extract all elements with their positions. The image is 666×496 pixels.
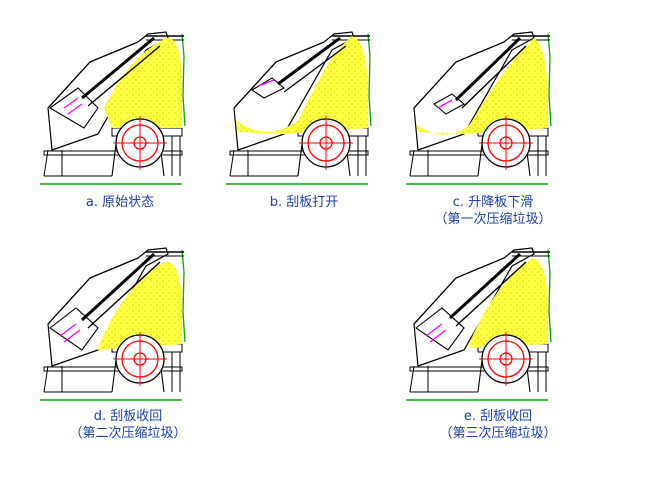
garbage-load [416,38,548,135]
panel-c-caption-line1: c. 升降板下滑 [452,195,534,210]
panel-c-drawing [405,31,552,185]
panel-e-caption-line2: （第三次压缩垃圾） [439,426,557,441]
panel-a-drawing [39,31,186,185]
garbage-load [236,36,368,134]
panel-a-caption: a. 原始状态 [55,194,185,211]
panel-e-drawing [405,247,552,401]
panel-d-caption-line1: d. 刮板收回 [93,409,163,424]
panel-a-caption-line1: a. 原始状态 [85,195,155,210]
panel-e-caption: e. 刮板收回 （第三次压缩垃圾） [418,408,578,442]
panel-d-caption-line2: （第二次压缩垃圾） [69,426,187,441]
panel-c-caption: c. 升降板下滑 （第一次压缩垃圾） [418,194,568,228]
garbage-load [98,261,182,350]
panel-b-drawing [225,31,372,185]
panel-d-drawing [39,247,186,401]
panel-c-caption-line2: （第一次压缩垃圾） [434,212,552,227]
panel-b-caption: b. 刮板打开 [244,194,364,211]
panel-b-caption-line1: b. 刮板打开 [269,195,339,210]
panel-d-caption: d. 刮板收回 （第二次压缩垃圾） [48,408,208,442]
panel-e-caption-line1: e. 刮板收回 [463,409,533,424]
garbage-load [104,37,182,128]
garbage-load [470,258,548,348]
